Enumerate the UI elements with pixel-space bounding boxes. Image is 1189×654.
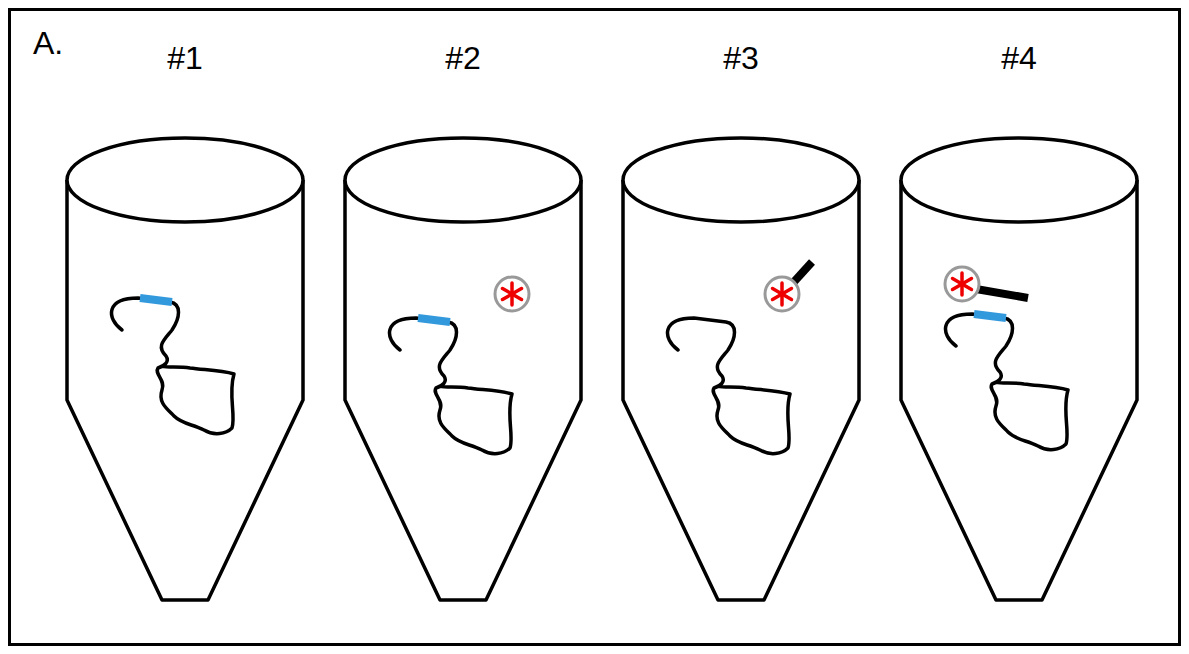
centrifuge-tube: #1: [63, 58, 307, 608]
centrifuge-tube: #3: [619, 58, 863, 608]
tube-outline: [897, 58, 1141, 608]
tube-body: [345, 180, 581, 600]
centrifuge-tube: #4: [897, 58, 1141, 608]
target-segment: [418, 318, 450, 322]
tube-number: #2: [341, 40, 585, 77]
dna-strand: [667, 318, 790, 454]
tube-rim: [623, 138, 859, 222]
probe-stick: [976, 289, 1028, 298]
tube-rim: [345, 138, 581, 222]
tube-rim: [67, 138, 303, 222]
dna-strand: [945, 314, 1068, 450]
tube-number: #4: [897, 40, 1141, 77]
panel-label: A.: [33, 25, 63, 62]
labeled-bead: [765, 277, 799, 311]
tube-body: [623, 180, 859, 600]
tube-number: #3: [619, 40, 863, 77]
tube-rim: [901, 138, 1137, 222]
labeled-bead: [945, 267, 979, 301]
tube-outline: [619, 58, 863, 608]
target-segment: [140, 298, 172, 302]
labeled-bead: [495, 277, 529, 311]
tube-number: #1: [63, 40, 307, 77]
tube-body: [901, 180, 1137, 600]
target-segment: [974, 314, 1006, 318]
tube-body: [67, 180, 303, 600]
tube-outline: [63, 58, 307, 608]
dna-strand: [111, 298, 234, 434]
tube-outline: [341, 58, 585, 608]
panel-frame: A.#1#2#3#4: [8, 8, 1181, 646]
probe-stick: [792, 262, 812, 284]
dna-strand: [389, 318, 512, 454]
centrifuge-tube: #2: [341, 58, 585, 608]
